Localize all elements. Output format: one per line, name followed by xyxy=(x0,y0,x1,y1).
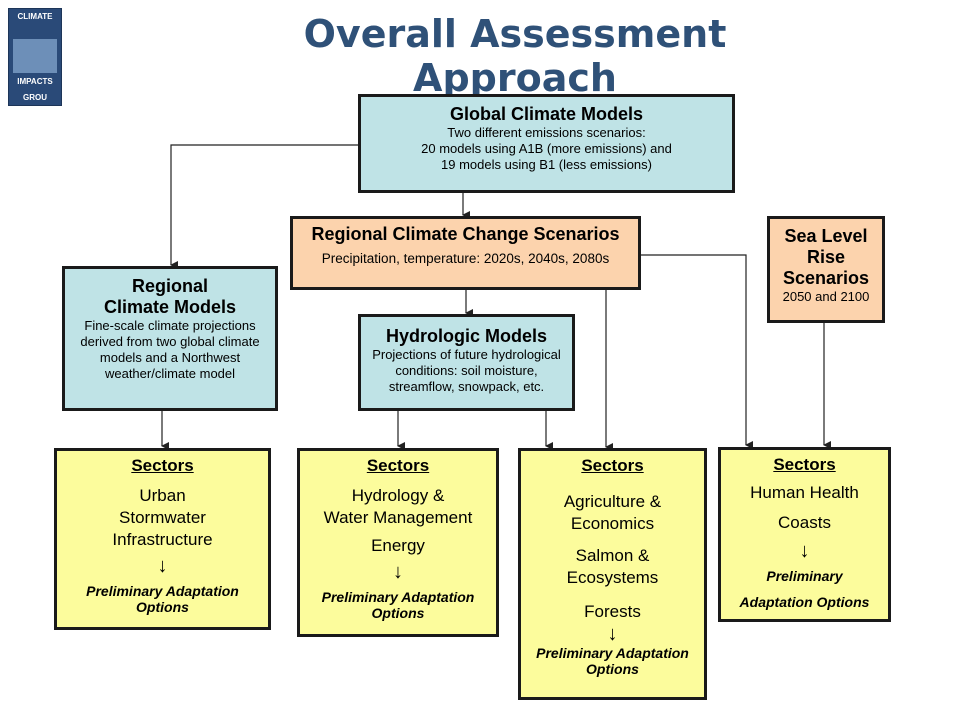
hydrologic-models-title: Hydrologic Models xyxy=(385,326,547,346)
down-arrow-icon: ↓ xyxy=(393,561,403,583)
sector-item: Economics xyxy=(570,514,655,533)
sector-item: Coasts xyxy=(778,513,831,532)
down-arrow-icon: ↓ xyxy=(799,540,810,562)
adaptation-options-line: Options xyxy=(136,599,189,615)
down-arrow-icon: ↓ xyxy=(157,555,168,577)
adaptation-options-line: Options xyxy=(586,661,639,677)
sectors-heading: Sectors xyxy=(366,456,430,475)
adaptation-options-line: Preliminary xyxy=(766,568,843,584)
regional-models-line: models and a Northwest xyxy=(99,350,241,365)
sector-item: Urban xyxy=(139,486,186,505)
logo-text-bottom: GROU xyxy=(23,93,47,102)
regional-scenarios-title: Regional Climate Change Scenarios xyxy=(311,224,620,244)
hydrologic-models-line: Projections of future hydrological xyxy=(372,347,561,362)
sectors-heading: Sectors xyxy=(581,456,644,475)
sector-item: Water Management xyxy=(323,508,473,527)
regional-scenarios-box: Regional Climate Change Scenarios Precip… xyxy=(290,216,641,290)
global-models-line: 19 models using B1 (less emissions) xyxy=(441,157,652,172)
adaptation-options-line: Preliminary Adaptation xyxy=(321,589,475,605)
sea-level-text: 2050 and 2100 xyxy=(782,289,870,304)
global-models-line: Two different emissions scenarios: xyxy=(447,125,646,140)
regional-climate-models-box: Regional Climate Models Fine-scale clima… xyxy=(62,266,278,411)
hydrologic-models-box: Hydrologic Models Projections of future … xyxy=(358,314,575,411)
adaptation-options-line: Adaptation Options xyxy=(739,594,870,610)
sectors-box-health: Sectors Human Health Coasts ↓ Preliminar… xyxy=(718,447,891,622)
sea-level-title-line: Rise xyxy=(806,247,846,267)
sectors-box-agriculture: Sectors Agriculture & Economics Salmon &… xyxy=(518,448,707,700)
sector-item: Energy xyxy=(371,536,425,555)
page-title: Overall Assessment Approach xyxy=(303,12,727,100)
sea-level-title-line: Sea Level xyxy=(784,226,868,246)
sector-item: Hydrology & xyxy=(351,486,445,505)
sectors-box-hydrology: Sectors Hydrology & Water Management Ene… xyxy=(297,448,499,637)
sector-item: Human Health xyxy=(750,483,859,502)
global-models-title: Global Climate Models xyxy=(449,104,644,124)
sector-item: Stormwater xyxy=(119,508,206,527)
climate-impacts-group-logo: CLIMATE IMPACTS GROU xyxy=(8,8,62,106)
sectors-heading: Sectors xyxy=(131,456,194,475)
sea-level-rise-box: Sea Level Rise Scenarios 2050 and 2100 xyxy=(767,216,885,323)
regional-models-line: derived from two global climate xyxy=(80,334,260,349)
regional-models-title-line: Climate Models xyxy=(103,297,237,317)
global-climate-models-box: Global Climate Models Two different emis… xyxy=(358,94,735,193)
logo-text-mid: IMPACTS xyxy=(17,77,53,86)
logo-text-top: CLIMATE xyxy=(17,12,53,21)
regional-scenarios-text: Precipitation, temperature: 2020s, 2040s… xyxy=(321,251,610,266)
sector-item: Salmon & xyxy=(575,546,650,565)
sector-item: Ecosystems xyxy=(566,568,659,587)
sector-item: Forests xyxy=(584,602,641,621)
hydrologic-models-line: streamflow, snowpack, etc. xyxy=(388,379,545,394)
sea-level-title-line: Scenarios xyxy=(782,268,870,288)
arrow-global-to-regional-models xyxy=(170,144,360,269)
adaptation-options-line: Options xyxy=(371,605,425,621)
adaptation-options-line: Preliminary Adaptation xyxy=(86,583,239,599)
adaptation-options-line: Preliminary Adaptation xyxy=(536,645,689,661)
down-arrow-icon: ↓ xyxy=(607,623,618,645)
hydrologic-models-line: conditions: soil moisture, xyxy=(395,363,538,378)
regional-models-title-line: Regional xyxy=(131,276,208,296)
sector-item: Infrastructure xyxy=(112,530,213,549)
regional-models-line: weather/climate model xyxy=(104,366,236,381)
sectors-heading: Sectors xyxy=(773,455,836,474)
regional-models-line: Fine-scale climate projections xyxy=(84,318,256,333)
sectors-box-urban: Sectors Urban Stormwater Infrastructure … xyxy=(54,448,271,630)
global-models-line: 20 models using A1B (more emissions) and xyxy=(421,141,672,156)
logo-mountain-icon xyxy=(13,39,57,73)
arrow-scenarios-to-sectors-4 xyxy=(640,254,753,449)
sector-item: Agriculture & xyxy=(563,492,662,511)
